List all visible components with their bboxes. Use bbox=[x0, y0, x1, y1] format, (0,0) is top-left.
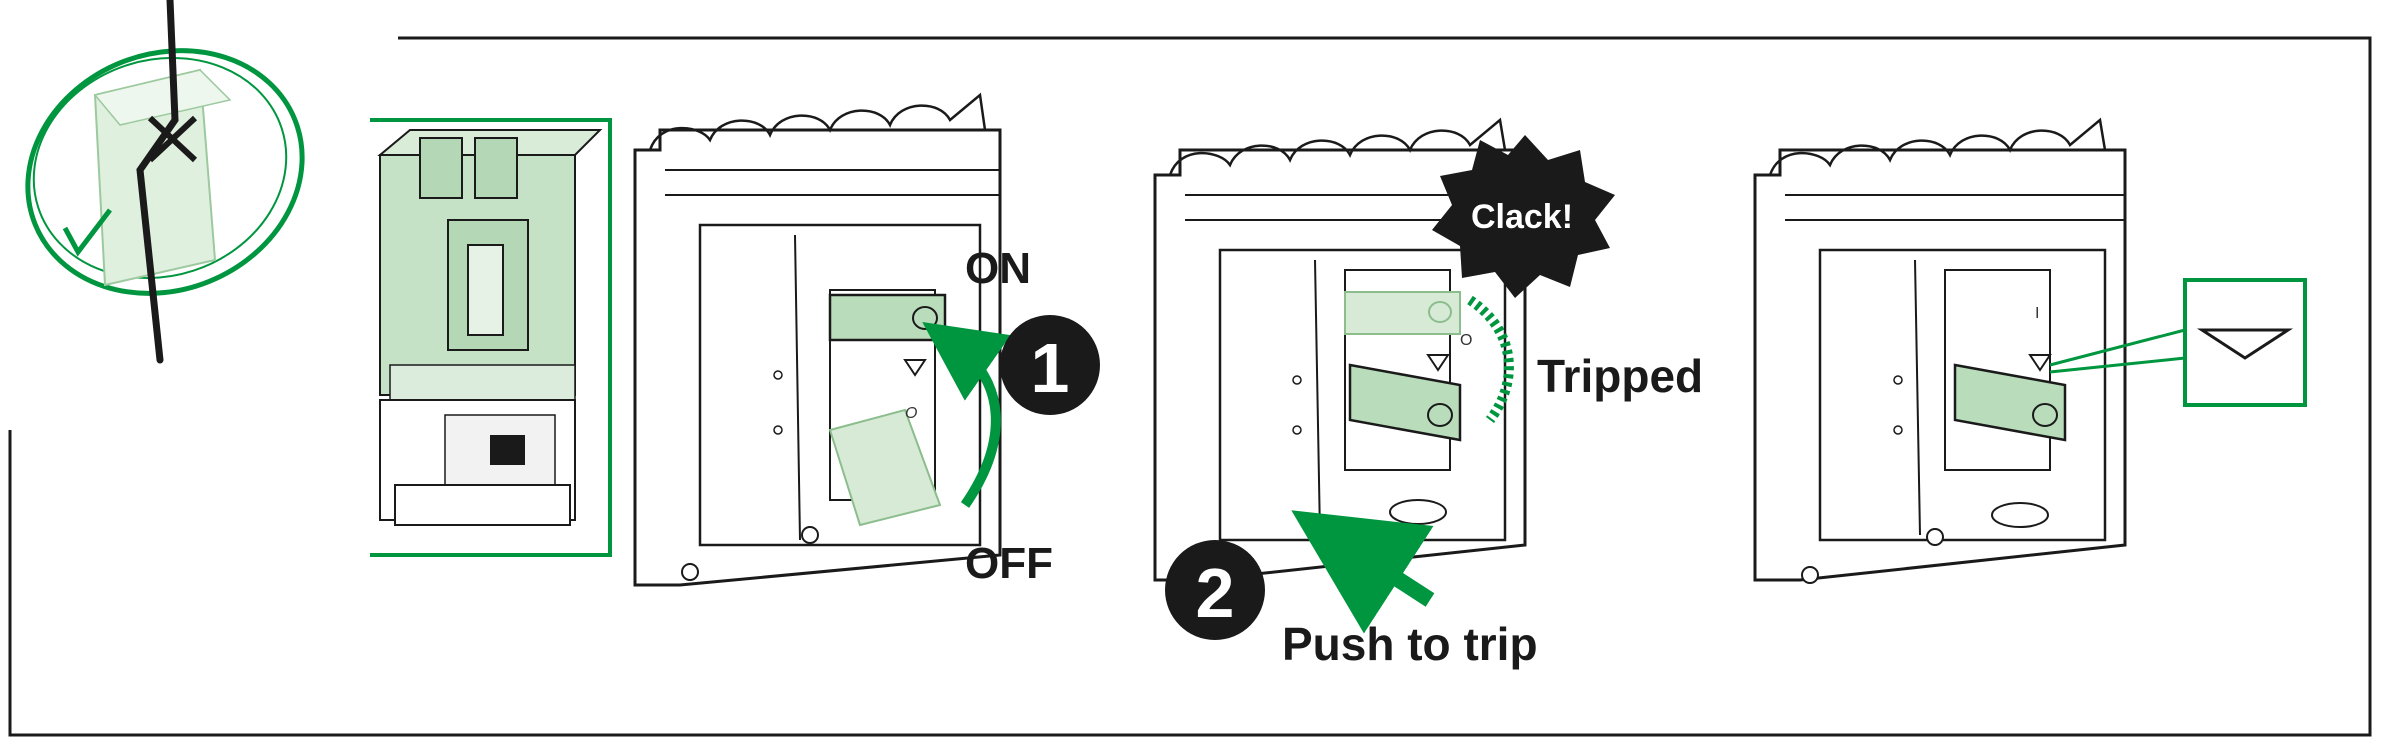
switch-on-arrow bbox=[922, 322, 1011, 508]
handle-tripped-rest-position bbox=[1953, 363, 2067, 442]
svg-text:2: 2 bbox=[1196, 554, 1235, 632]
svg-text:1: 1 bbox=[1031, 329, 1070, 407]
svg-text:Clack!: Clack! bbox=[1471, 198, 1573, 236]
clack-burst: Clack! bbox=[1432, 135, 1615, 298]
magnified-indicator-box bbox=[2183, 278, 2307, 407]
handle-on-mark-panel3: I bbox=[2035, 305, 2039, 322]
handle-on-mark-panel2: O bbox=[1460, 332, 1472, 349]
handle-previous-on-position bbox=[1344, 291, 1461, 335]
label-tripped: Tripped bbox=[1537, 350, 1703, 402]
handle-on-position bbox=[828, 293, 947, 342]
label-on: ON bbox=[965, 244, 1031, 293]
label-push-to-trip: Push to trip bbox=[1282, 618, 1538, 670]
step-1-badge: 1 bbox=[1000, 315, 1100, 415]
step-2-badge: 2 bbox=[1165, 540, 1265, 640]
push-arrow bbox=[1291, 510, 1435, 634]
handle-off-position bbox=[828, 408, 942, 527]
outer-frame bbox=[8, 36, 2372, 737]
handle-off-mark: O bbox=[905, 405, 917, 422]
tripped-motion-arrow bbox=[1467, 295, 1514, 423]
label-off: OFF bbox=[965, 539, 1053, 588]
panel-1-breaker-front: O bbox=[633, 92, 1011, 587]
triangle-indicator-icon bbox=[2196, 328, 2294, 360]
panel-2-breaker-front: O bbox=[1153, 117, 1527, 634]
handle-tripped-position bbox=[1348, 363, 1462, 442]
panel-3-breaker-front: I bbox=[1753, 117, 2186, 584]
check-circle-icon bbox=[25, 0, 305, 364]
circuit-breaker-device bbox=[370, 118, 612, 557]
